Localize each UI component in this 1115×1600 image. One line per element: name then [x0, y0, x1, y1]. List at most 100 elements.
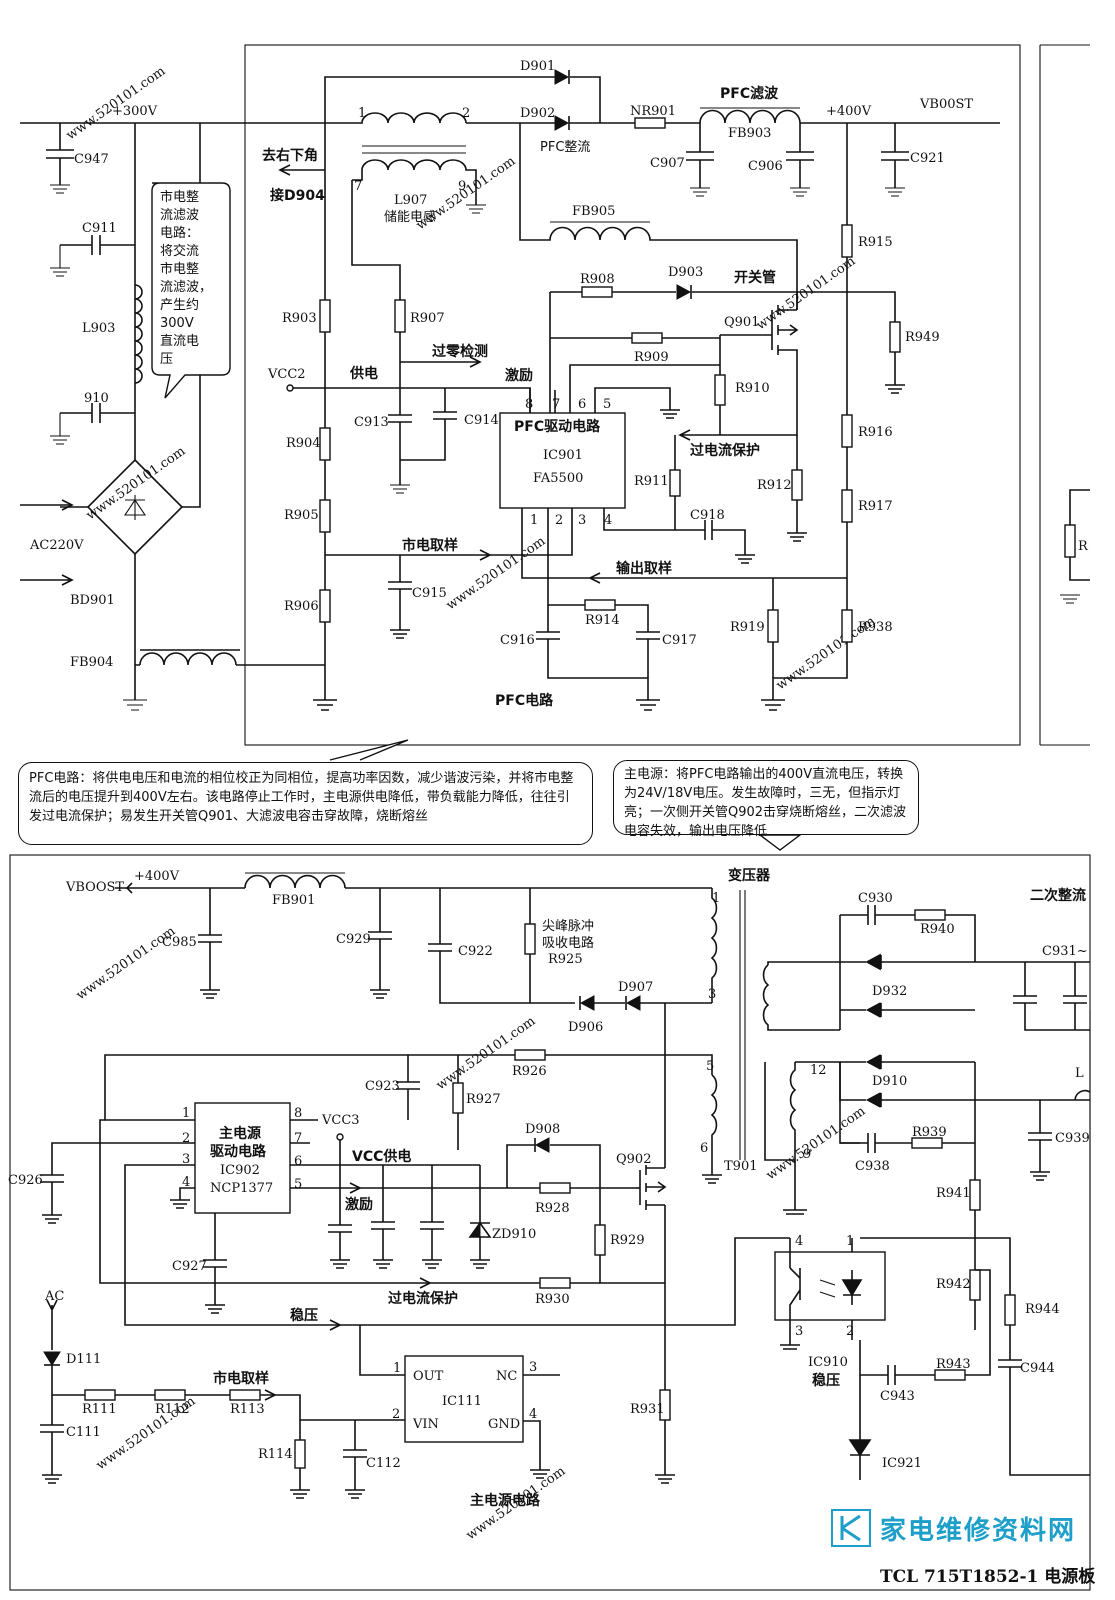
- ic901-box: [499, 412, 626, 509]
- svg-text:产生约: 产生约: [160, 298, 199, 313]
- label-r919: R919: [730, 620, 765, 635]
- q902-mosfet: [635, 1003, 667, 1283]
- svg-text:流滤波，: 流滤波，: [160, 280, 212, 295]
- svg-text:1: 1: [846, 1234, 854, 1249]
- label-c918: C918: [690, 508, 725, 523]
- label-d907: D907: [618, 980, 653, 995]
- label-plus300v: +300V: [112, 104, 158, 119]
- label-r915: R915: [858, 235, 893, 250]
- svg-text:300V: 300V: [160, 316, 194, 331]
- label-ic111: IC111: [442, 1394, 482, 1409]
- svg-text:www.520101.com: www.520101.com: [84, 444, 189, 523]
- svg-text:4: 4: [604, 513, 612, 528]
- label-ncp1377: NCP1377: [210, 1181, 273, 1196]
- svg-text:市电整: 市电整: [160, 189, 199, 205]
- label-r907: R907: [410, 311, 445, 326]
- label-r925: R925: [548, 952, 583, 967]
- label-r926: R926: [512, 1064, 547, 1079]
- label-d901: D901: [520, 59, 555, 74]
- svg-text:3: 3: [182, 1152, 190, 1167]
- svg-text:5: 5: [706, 1059, 714, 1074]
- label-c929: C929: [336, 932, 371, 947]
- ic910-optocoupler: [774, 1251, 886, 1321]
- label-c915: C915: [412, 586, 447, 601]
- svg-text:1: 1: [530, 513, 538, 528]
- label-c921: C921: [910, 151, 945, 166]
- svg-text:R: R: [1078, 539, 1089, 554]
- label-output-sample: 输出取样: [616, 560, 672, 577]
- label-ic910: IC910: [808, 1355, 848, 1370]
- label-r939: R939: [912, 1125, 947, 1140]
- label-main-power-circuit: 主电源电路: [470, 1492, 541, 1509]
- label-ic902: IC902: [220, 1163, 260, 1178]
- label-c917: C917: [662, 633, 697, 648]
- label-r940: R940: [920, 922, 955, 937]
- label-vboost-top: VB00ST: [919, 97, 973, 112]
- svg-text:3: 3: [529, 1360, 537, 1375]
- svg-text:压: 压: [160, 352, 173, 367]
- ic111-box: [404, 1355, 524, 1443]
- label-pfc-rect: PFC整流: [540, 140, 590, 155]
- label-r903: R903: [282, 311, 317, 326]
- label-mains-sample: 市电取样: [402, 537, 458, 554]
- svg-text:www.520101.com: www.520101.com: [754, 254, 859, 333]
- label-switch-tube: 开关管: [734, 269, 776, 286]
- label-d111: D111: [66, 1352, 101, 1367]
- label-c931: C931~: [1042, 944, 1088, 959]
- label-q901: Q901: [724, 315, 759, 330]
- label-c914: C914: [464, 413, 499, 428]
- svg-text:2: 2: [182, 1131, 190, 1146]
- label-c911: C911: [82, 221, 117, 236]
- svg-text:6: 6: [578, 397, 586, 412]
- label-r112: R112: [155, 1402, 190, 1417]
- label-c927: C927: [172, 1259, 207, 1274]
- label-q902: Q902: [616, 1152, 651, 1167]
- label-mains-sample2: 市电取样: [213, 1370, 269, 1387]
- right-partial-block: R: [1060, 489, 1090, 604]
- label-r113: R113: [230, 1402, 265, 1417]
- svg-text:1: 1: [358, 106, 366, 121]
- label-c944: C944: [1020, 1361, 1055, 1376]
- label-vcc3: VCC3: [321, 1113, 360, 1128]
- label-d902: D902: [520, 106, 555, 121]
- svg-text:1: 1: [712, 891, 720, 906]
- label-plus400v: +400V: [826, 104, 872, 119]
- label-c923: C923: [365, 1079, 400, 1094]
- label-bd901: BD901: [70, 593, 115, 608]
- label-ic901-name: PFC驱动电路: [514, 418, 601, 435]
- label-r904: R904: [286, 436, 321, 451]
- svg-text:2: 2: [462, 106, 470, 121]
- label-c926: C926: [8, 1173, 43, 1188]
- label-c916: C916: [500, 633, 535, 648]
- svg-text:直流电: 直流电: [160, 334, 199, 349]
- site-logo: [831, 1509, 871, 1547]
- label-r943: R943: [936, 1357, 971, 1372]
- label-c910: 910: [84, 391, 109, 406]
- label-c111: C111: [66, 1425, 101, 1440]
- label-fb903: FB903: [728, 126, 771, 141]
- svg-text:9: 9: [803, 1147, 811, 1162]
- label-d903: D903: [668, 265, 703, 280]
- svg-text:市电整: 市电整: [160, 261, 199, 277]
- label-regulate: 稳压: [290, 1307, 318, 1324]
- label-r909: R909: [634, 350, 669, 365]
- svg-text:3: 3: [578, 513, 586, 528]
- label-c939: C939: [1055, 1131, 1090, 1146]
- rectifier-section: +300V C947 C911 L903 910 AC220V BD901 FB…: [20, 104, 325, 711]
- svg-text:5: 5: [294, 1177, 302, 1192]
- rectifier-note-callout: 市电整 流滤波 电路： 将交流 市电整 流滤波， 产生约 300V 直流电 压: [151, 182, 231, 399]
- site-logo-text: 家电维修资料网: [880, 1516, 1077, 1546]
- label-main-ic-name2: 驱动电路: [210, 1143, 267, 1160]
- label-c112: C112: [366, 1456, 401, 1471]
- label-r949: R949: [905, 330, 940, 345]
- label-d908: D908: [525, 1122, 560, 1137]
- label-storage-inductor: 储能电感: [384, 209, 436, 225]
- label-fb905: FB905: [572, 204, 615, 219]
- board-title: TCL 715T1852-1 电源板: [880, 1567, 1096, 1587]
- label-r914: R914: [585, 613, 620, 628]
- pfc-frame: [244, 44, 1021, 746]
- pfc-callout: PFC电路：将供电电压和电流的相位校正为同相位，提高功率因数，减少谐波污染，并将…: [18, 762, 593, 845]
- svg-text:2: 2: [846, 1324, 854, 1339]
- label-fa5500: FA5500: [533, 471, 583, 486]
